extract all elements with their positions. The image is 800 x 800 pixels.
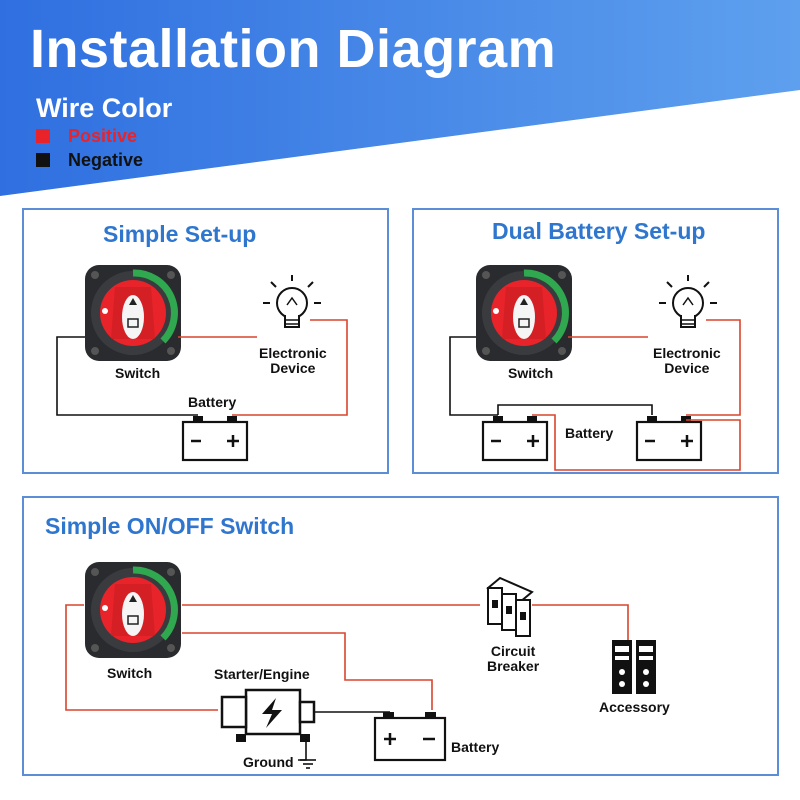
- wire-color-title: Wire Color: [36, 93, 173, 123]
- dual-setup-title: Dual Battery Set-up: [492, 218, 706, 244]
- legend-negative-label: Negative: [68, 149, 144, 170]
- battery-switch-icon: [85, 265, 181, 361]
- switch-label: Switch: [115, 365, 161, 381]
- simple-setup-title: Simple Set-up: [103, 221, 257, 247]
- legend-positive: Positive: [36, 126, 137, 146]
- accessory-icon: [612, 640, 656, 694]
- negative-swatch: [36, 153, 50, 167]
- device-label: Electronic Device: [259, 345, 327, 376]
- legend-positive-label: Positive: [68, 125, 138, 146]
- device-label: Electronic Device: [653, 345, 721, 376]
- battery-icon: [481, 414, 549, 462]
- battery-label: Battery: [451, 739, 500, 755]
- battery-icon: [635, 414, 703, 462]
- onoff-title: Simple ON/OFF Switch: [45, 513, 295, 539]
- page-title: Installation Diagram: [30, 19, 557, 79]
- accessory-label: Accessory: [599, 699, 670, 715]
- switch-label: Switch: [107, 665, 153, 681]
- battery-label: Battery: [565, 425, 614, 441]
- header-banner: Installation Diagram Wire Color Positive…: [0, 0, 800, 200]
- battery-icon: [373, 712, 447, 762]
- breaker-label: Circuit Breaker: [487, 643, 540, 674]
- battery-icon: [181, 414, 249, 462]
- switch-label: Switch: [508, 365, 554, 381]
- dual-setup-panel: [412, 208, 779, 474]
- battery-switch-icon: [476, 265, 572, 361]
- battery-switch-icon: [85, 562, 181, 658]
- starter-engine-icon: [220, 688, 316, 742]
- legend-negative: Negative: [36, 150, 143, 170]
- ground-label: Ground: [243, 754, 294, 770]
- circuit-breaker-icon: [486, 576, 534, 637]
- positive-swatch: [36, 129, 50, 143]
- ground-icon: [300, 759, 316, 769]
- engine-label: Starter/Engine: [214, 666, 310, 682]
- battery-label: Battery: [188, 394, 237, 410]
